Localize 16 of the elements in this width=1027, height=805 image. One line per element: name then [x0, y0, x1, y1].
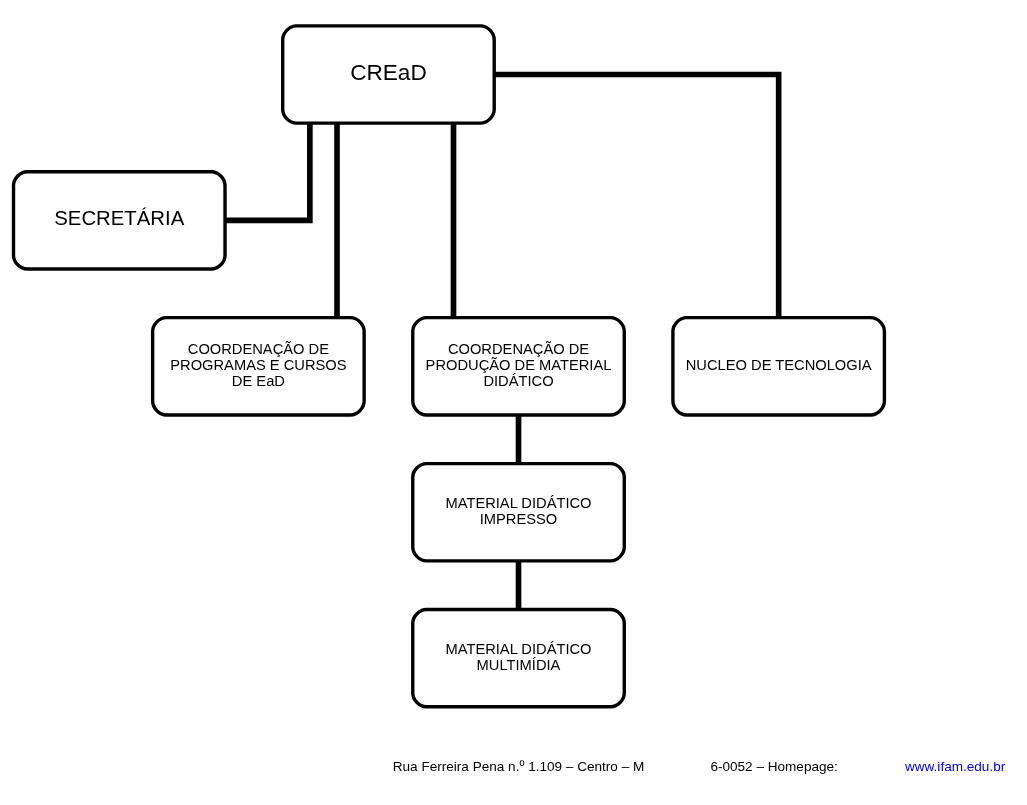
label: 6-0052 – Homepage: [709, 758, 838, 774]
label: Rua Ferreira Pena n.º 1.109 – Centro – M [392, 758, 644, 774]
connector [515, 561, 521, 609]
connector [333, 123, 340, 318]
node-box: MATERIAL DIDÁTICO IMPRESSO [410, 461, 626, 563]
node-box: COORDENAÇÃO DE PROGRAMAS E CURSOS DE EaD [150, 315, 366, 417]
node-box: COORDENAÇÃO DE PRODUÇÃO DE MATERIAL DIDÁTICO [410, 315, 626, 417]
connector [450, 123, 456, 318]
node-box: MATERIAL DIDÁTICO MULTIMÍDIA [410, 607, 626, 709]
connector [224, 123, 313, 224]
node-box: CREaD [280, 24, 496, 125]
label: www.ifam.edu.br [904, 758, 1005, 774]
node-box: NUCLEO DE TECNOLOGIA [670, 315, 886, 417]
node-box: SECRETÁRIA [11, 170, 227, 271]
connector [515, 415, 521, 464]
connector [494, 71, 781, 318]
